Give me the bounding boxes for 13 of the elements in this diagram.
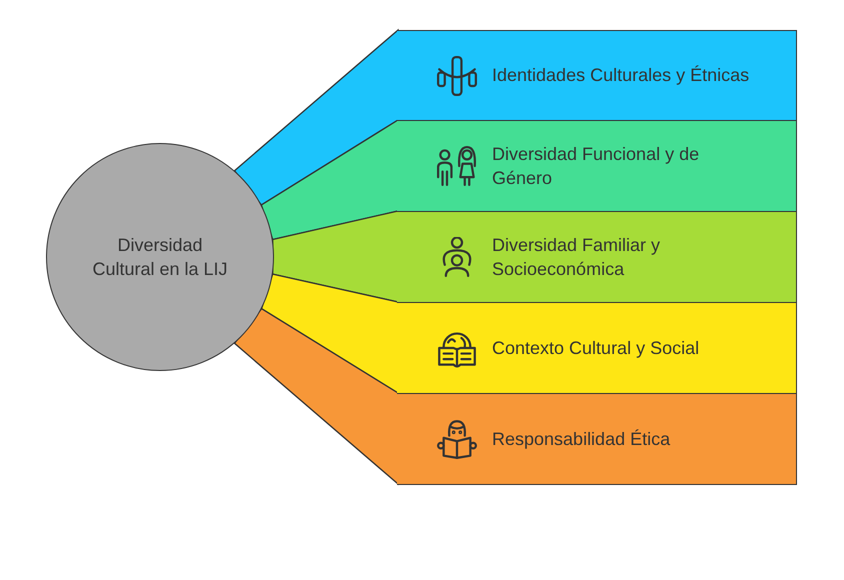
- topic-label: Diversidad Cultural en la LIJ: [91, 234, 229, 281]
- category-box: [397, 30, 797, 121]
- connector-band: [234, 308, 399, 486]
- category-label: Responsabilidad Ética: [492, 428, 670, 451]
- category-label: Diversidad Funcional y de Género: [492, 142, 700, 190]
- connector-band: [234, 28, 399, 206]
- connector-band: [260, 273, 399, 394]
- category-label: Identidades Culturales y Étnicas: [492, 64, 750, 88]
- connector-band: [272, 210, 399, 303]
- category-label: Contexto Cultural y Social: [492, 336, 700, 360]
- connector-band: [260, 118, 399, 240]
- category-box: [397, 393, 797, 485]
- category-label: Diversidad Familiar y Socioeconómica: [492, 234, 662, 281]
